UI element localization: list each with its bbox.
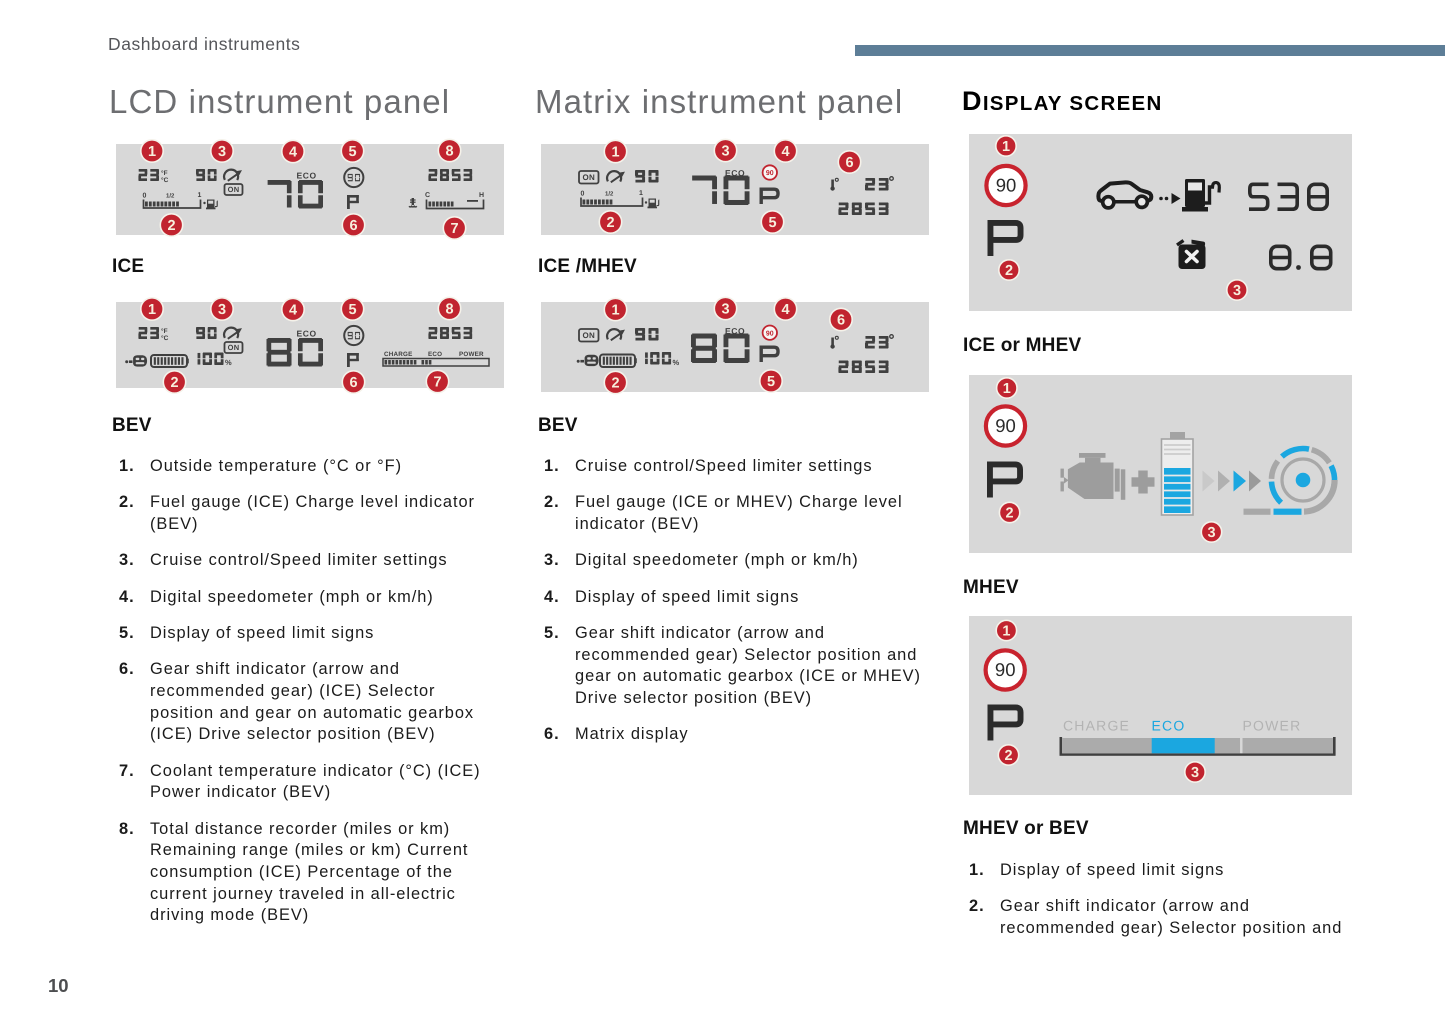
svg-text:1: 1 [611, 145, 619, 161]
svg-text:ECO: ECO [297, 171, 317, 181]
svg-text:8: 8 [445, 302, 453, 318]
svg-text:1: 1 [1002, 624, 1010, 640]
svg-text:ECO: ECO [725, 168, 745, 178]
svg-text:7: 7 [433, 375, 441, 391]
svg-text:4: 4 [781, 302, 789, 318]
svg-text:2: 2 [1004, 748, 1012, 764]
svg-text:1/2: 1/2 [166, 193, 175, 200]
svg-text:6: 6 [837, 313, 845, 329]
svg-text:5: 5 [348, 144, 356, 160]
svg-text:%: % [673, 358, 680, 367]
svg-text:CHARGE: CHARGE [1063, 718, 1130, 734]
svg-text:1: 1 [1003, 381, 1011, 397]
svg-text:6: 6 [845, 155, 853, 171]
svg-text:3: 3 [721, 144, 729, 160]
svg-text:7: 7 [450, 221, 458, 237]
svg-text:2: 2 [170, 375, 178, 391]
svg-text:POWER: POWER [459, 351, 484, 358]
svg-text:90: 90 [766, 330, 774, 337]
svg-text:CHARGE: CHARGE [384, 351, 413, 358]
svg-text:°F: °F [161, 328, 168, 335]
svg-text:90: 90 [995, 415, 1016, 436]
svg-text:°C: °C [161, 177, 169, 184]
svg-text:8: 8 [445, 144, 453, 160]
svg-text:°C: °C [161, 335, 169, 342]
svg-text:2: 2 [606, 215, 614, 231]
svg-text:5: 5 [767, 374, 775, 390]
svg-text:1: 1 [611, 303, 619, 319]
svg-text:%: % [225, 358, 232, 367]
svg-text:ECO: ECO [725, 326, 745, 336]
svg-text:5: 5 [768, 215, 776, 231]
svg-text:0: 0 [581, 191, 585, 198]
svg-text:4: 4 [289, 145, 297, 161]
svg-text:ECO: ECO [428, 351, 442, 358]
svg-text:2: 2 [167, 218, 175, 234]
svg-text:3: 3 [218, 302, 226, 318]
svg-text:3: 3 [218, 144, 226, 160]
svg-text:90: 90 [766, 170, 774, 177]
svg-text:3: 3 [721, 302, 729, 318]
svg-text:ON: ON [228, 185, 240, 194]
svg-text:ON: ON [228, 343, 240, 352]
svg-text:H: H [479, 192, 484, 199]
svg-text:3: 3 [1207, 525, 1215, 541]
svg-text:POWER: POWER [1243, 718, 1302, 734]
svg-text:4: 4 [781, 144, 789, 160]
svg-text:1: 1 [1002, 139, 1010, 155]
svg-text:90: 90 [995, 659, 1016, 680]
svg-text:C: C [425, 192, 430, 199]
svg-text:1: 1 [148, 302, 156, 318]
svg-text:2: 2 [1005, 263, 1013, 279]
svg-text:5: 5 [348, 302, 356, 318]
svg-text:3: 3 [1191, 765, 1199, 781]
svg-text:ECO: ECO [297, 329, 317, 339]
svg-text:90: 90 [996, 175, 1017, 196]
svg-text:6: 6 [349, 218, 357, 234]
svg-text:1: 1 [198, 192, 202, 199]
svg-text:ON: ON [582, 331, 595, 340]
svg-text:2: 2 [1006, 506, 1014, 522]
svg-text:6: 6 [349, 375, 357, 391]
svg-text:ON: ON [582, 173, 595, 182]
svg-text:1/2: 1/2 [605, 191, 614, 198]
svg-text:2: 2 [611, 376, 619, 392]
svg-text:4: 4 [289, 303, 297, 319]
svg-text:1: 1 [639, 190, 643, 197]
svg-text:3: 3 [1233, 283, 1241, 299]
svg-text:°F: °F [161, 170, 168, 177]
svg-text:ECO: ECO [1152, 718, 1186, 734]
svg-text:1: 1 [148, 144, 156, 160]
svg-text:0: 0 [143, 193, 147, 200]
